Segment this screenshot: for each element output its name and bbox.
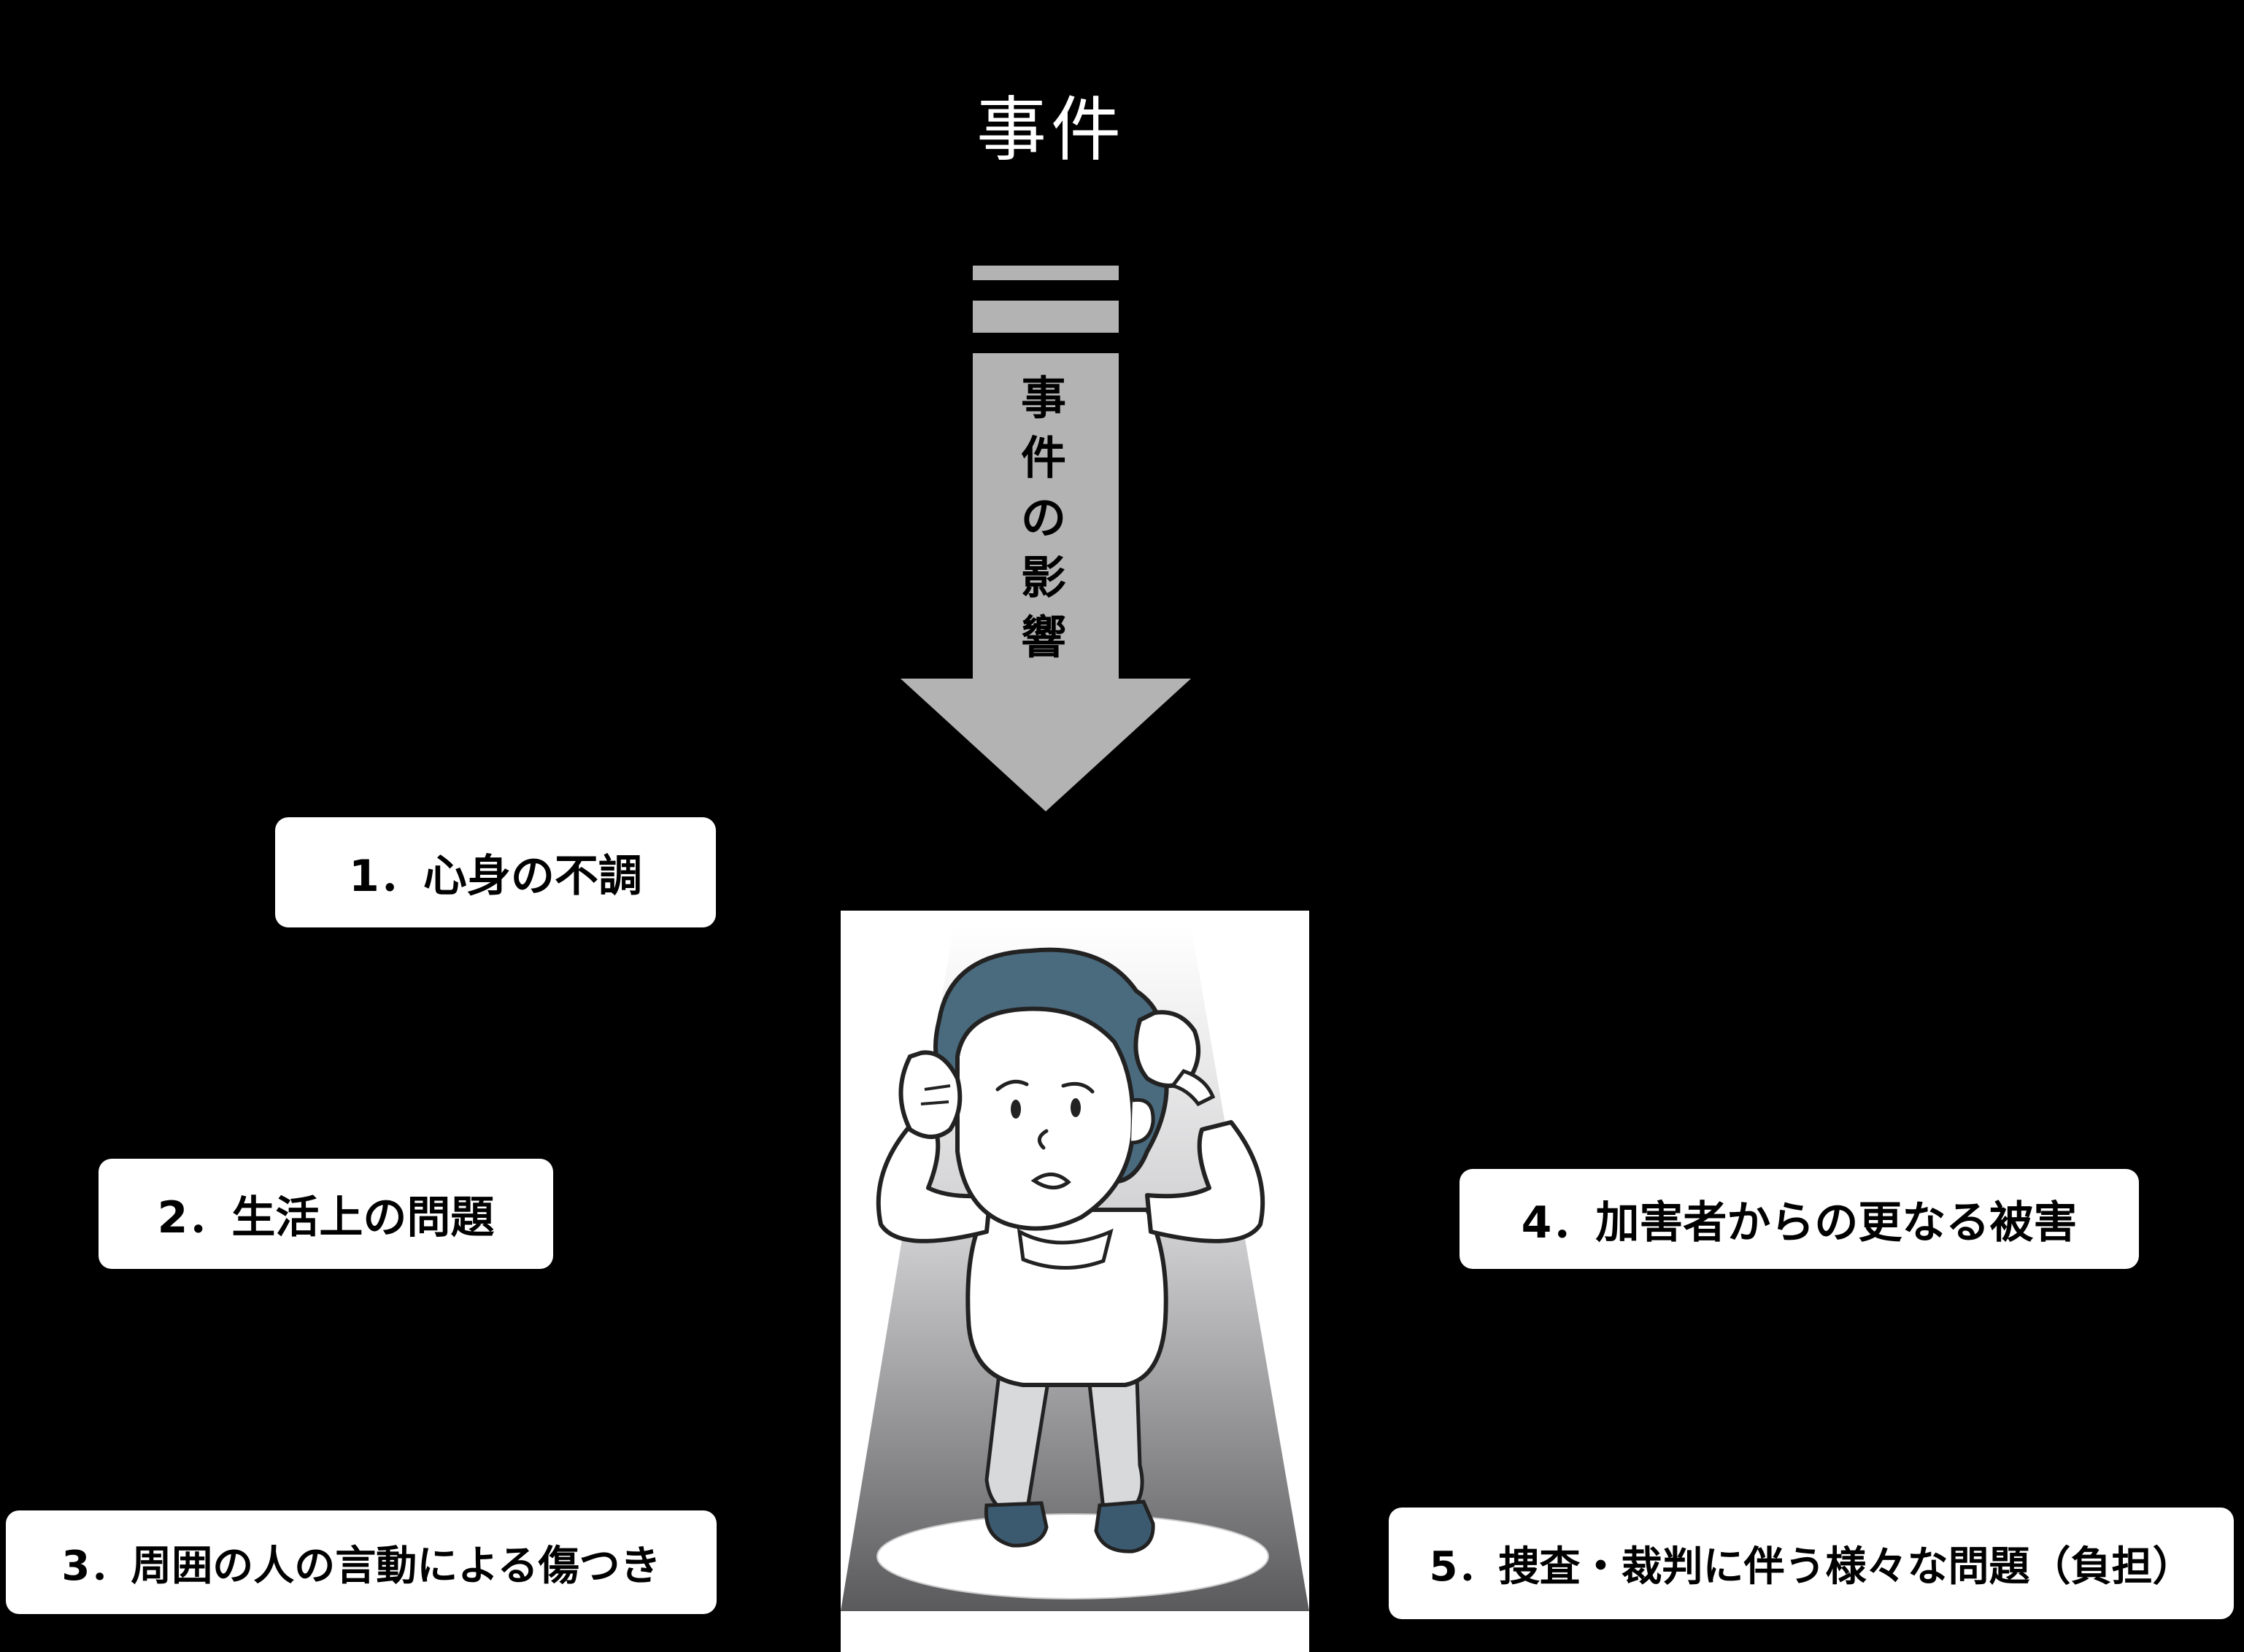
problem-box-4: 4．加害者からの更なる被害	[1460, 1169, 2139, 1269]
left-hand	[898, 1050, 963, 1139]
arrow-label: 事 件 の 影 響	[974, 368, 1113, 668]
arrow-stripe-top	[973, 266, 1119, 280]
arrow-label-char: 響	[1020, 611, 1066, 664]
arrow-label-char: 件	[1020, 431, 1066, 485]
arrow-label-char: 事	[1020, 371, 1066, 425]
distressed-person-icon	[841, 925, 1309, 1611]
arrow-label-char: の	[1020, 491, 1066, 544]
problem-box-5: 5．捜査・裁判に伴う様々な問題（負担）	[1389, 1508, 2234, 1619]
arrow-stripe-middle	[973, 301, 1119, 333]
problem-box-2: 2．生活上の問題	[99, 1159, 553, 1269]
right-shoe	[1094, 1499, 1155, 1553]
problem-box-1: 1．心身の不調	[275, 817, 716, 927]
distressed-person-illustration	[841, 911, 1309, 1652]
page-title: 事件	[976, 89, 1125, 171]
left-shoe	[984, 1501, 1049, 1548]
arrow-label-char: 影	[1020, 551, 1066, 604]
floor-light	[876, 1513, 1269, 1599]
problem-box-3: 3．周囲の人の言動による傷つき	[6, 1510, 717, 1614]
